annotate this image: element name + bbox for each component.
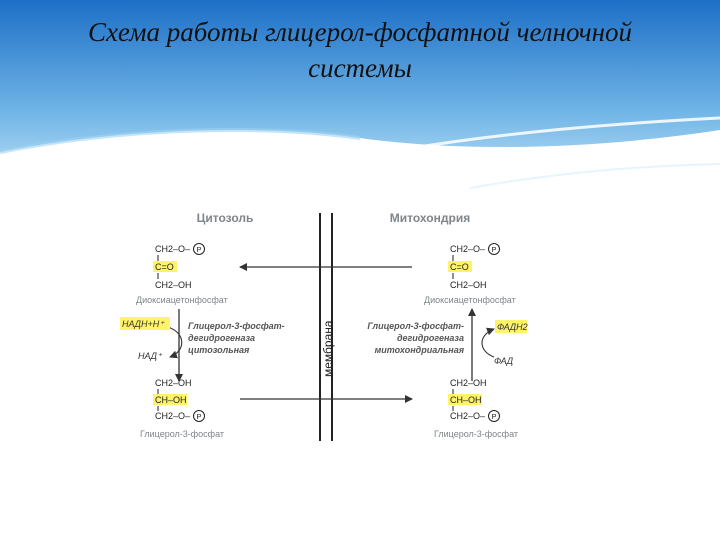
right-cofactor-curve — [481, 327, 495, 358]
left-dhap-name: Диоксиацетонфосфат — [136, 295, 228, 305]
left-cofactor-curve — [167, 326, 183, 359]
title-line-2: системы — [308, 53, 412, 83]
slide-title: Схема работы глицерол-фосфатной челночно… — [20, 14, 700, 86]
phosphate-icon — [488, 410, 500, 422]
right-enzyme-line-2: дегидрогеназа — [397, 333, 464, 343]
right-g3p-line-2: CH–OH — [450, 395, 482, 405]
highlight-box — [495, 320, 527, 333]
left-dhap-line-2: C=O — [155, 262, 174, 272]
left-cofactor-nad: НАД⁺ — [138, 351, 163, 361]
left-g3p-line-2: CH–OH — [155, 395, 187, 405]
membrane-label: мембрана — [321, 320, 335, 377]
wave-line — [469, 163, 720, 189]
right-g3p-name: Глицерол-3-фосфат — [434, 429, 518, 439]
right-g3p-line-3: CH2–O– — [450, 411, 485, 421]
phosphate-icon — [193, 410, 205, 422]
cytosol-header: Цитозоль — [197, 211, 254, 225]
right-cofactor-fadh2: ФАДН2 — [497, 322, 528, 332]
left-g3p-line-3: CH2–O– — [155, 411, 190, 421]
left-dhap-line-1: CH2–O– — [155, 244, 190, 254]
left-dhap: CH2–O– P C=O CH2–OH Диоксиацетонфосфат — [136, 243, 228, 305]
right-dhap-line-1: CH2–O– — [450, 244, 485, 254]
sky-banner — [0, 0, 720, 200]
right-g3p: CH2–OH CH–OH CH2–O– P Глицерол-3-фосфат — [434, 378, 518, 439]
left-enzyme-line-2: дегидрогеназа — [188, 333, 255, 343]
wave-shadow — [0, 127, 361, 154]
left-g3p: CH2–OH CH–OH CH2–O– P Глицерол-3-фосфат — [140, 378, 224, 439]
wave-line — [309, 116, 720, 170]
right-dhap: CH2–O– P C=O CH2–OH Диоксиацетонфосфат — [424, 243, 516, 305]
phosphate-icon — [488, 243, 500, 255]
right-dhap-line-2: C=O — [450, 262, 469, 272]
left-dhap-p: P — [196, 245, 201, 254]
right-dhap-line-3: CH2–OH — [450, 280, 487, 290]
highlight-box — [153, 261, 177, 272]
right-enzyme-line-3: митохондриальная — [375, 345, 465, 355]
phosphate-icon — [193, 243, 205, 255]
left-g3p-p: P — [196, 412, 201, 421]
left-g3p-line-1: CH2–OH — [155, 378, 192, 388]
mitochondria-header: Митохондрия — [390, 211, 470, 225]
highlight-box — [153, 394, 187, 405]
left-g3p-name: Глицерол-3-фосфат — [140, 429, 224, 439]
wave-shape — [0, 129, 720, 200]
left-enzyme-line-3: цитозольная — [188, 345, 250, 355]
shuttle-diagram: Цитозоль Митохондрия мембрана CH2–O– P C… — [120, 211, 528, 441]
right-g3p-p: P — [491, 412, 496, 421]
highlight-box — [448, 394, 482, 405]
wave-line — [379, 141, 720, 177]
right-dhap-name: Диоксиацетонфосфат — [424, 295, 516, 305]
right-cofactor-fad: ФАД — [494, 356, 514, 366]
right-dhap-p: P — [491, 245, 496, 254]
left-enzyme-line-1: Глицерол-3-фосфат- — [188, 321, 285, 331]
title-line-1: Схема работы глицерол-фосфатной челночно… — [87, 17, 633, 47]
highlight-box — [120, 317, 170, 330]
highlight-box — [448, 261, 472, 272]
left-dhap-line-3: CH2–OH — [155, 280, 192, 290]
right-g3p-line-1: CH2–OH — [450, 378, 487, 388]
left-cofactor-nadh: НАДН+Н⁺ — [122, 319, 165, 329]
right-enzyme-line-1: Глицерол-3-фосфат- — [367, 321, 464, 331]
